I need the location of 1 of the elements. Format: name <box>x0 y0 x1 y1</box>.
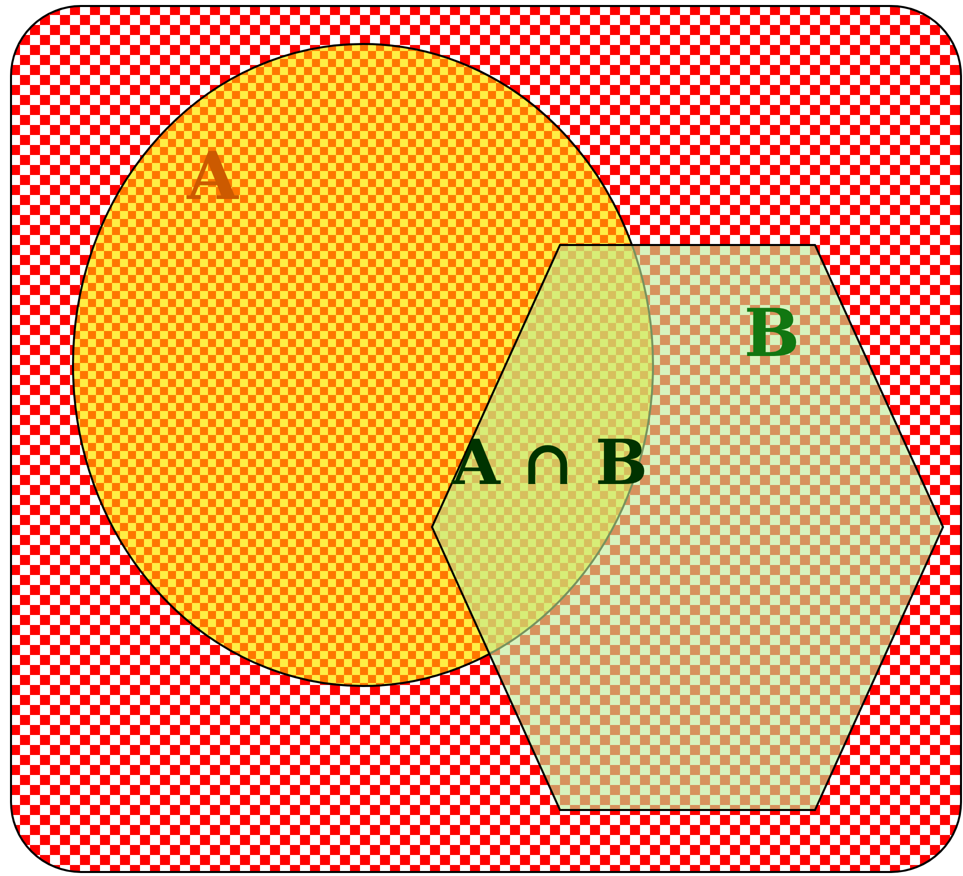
set-label: B <box>744 300 800 366</box>
